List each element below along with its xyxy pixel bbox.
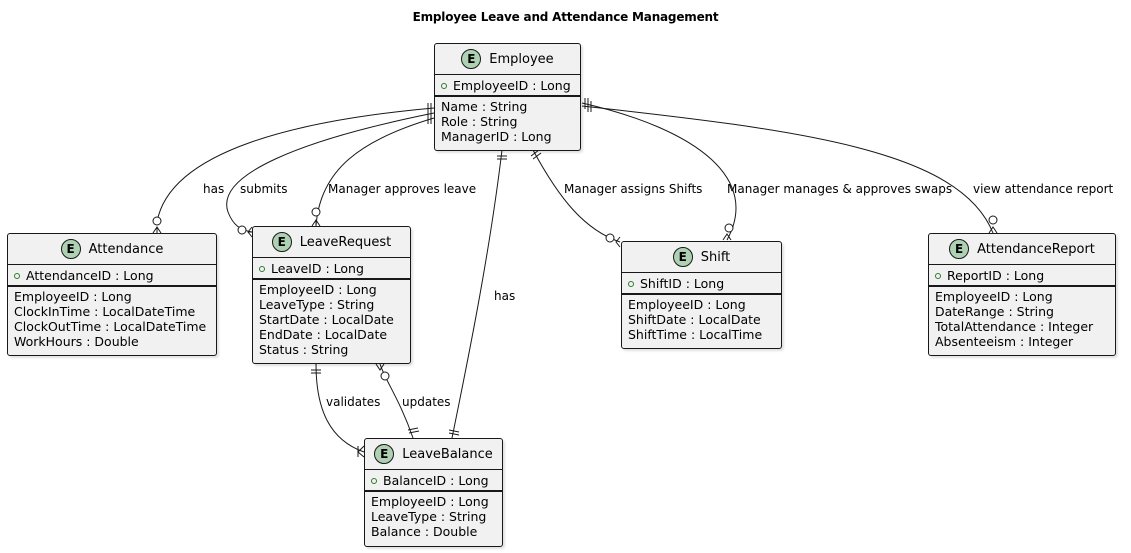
entity-name: LeaveRequest — [299, 234, 392, 250]
entity-badge-icon: E — [271, 232, 292, 252]
attribute: Absenteeism : Integer — [935, 334, 1074, 349]
entity-shift: E Shift ShiftID : Long EmployeeID : Long… — [621, 241, 782, 349]
entity-header: E LeaveBalance — [365, 439, 502, 470]
primary-key-icon — [14, 272, 20, 279]
attribute-list: EmployeeID : Long ShiftDate : LocalDate … — [622, 295, 781, 344]
attribute: Balance : Double — [371, 524, 478, 539]
attribute-list: EmployeeID : Long LeaveType : String Sta… — [253, 280, 410, 359]
attribute: Role : String — [441, 114, 518, 129]
entity-badge-icon: E — [672, 247, 693, 267]
primary-key-text: ReportID : Long — [947, 268, 1045, 283]
attribute: LeaveType : String — [371, 509, 487, 524]
primary-key-icon — [441, 82, 447, 89]
entity-attendancereport: E AttendanceReport ReportID : Long Emplo… — [928, 233, 1116, 356]
attribute: Name : String — [441, 99, 528, 114]
attribute: WorkHours : Double — [14, 334, 139, 349]
attribute-list: EmployeeID : Long DateRange : String Tot… — [929, 287, 1115, 351]
entity-name: Shift — [700, 249, 731, 265]
primary-key-text: BalanceID : Long — [383, 473, 489, 488]
entity-badge-icon: E — [374, 444, 395, 464]
attribute: ClockInTime : LocalDateTime — [14, 304, 196, 319]
entity-header: E AttendanceReport — [929, 234, 1115, 265]
attribute: EmployeeID : Long — [371, 494, 489, 509]
attribute: EmployeeID : Long — [259, 282, 377, 297]
attribute: StartDate : LocalDate — [259, 312, 394, 327]
entity-badge-icon: E — [60, 239, 81, 259]
entity-employee: E Employee EmployeeID : Long Name : Stri… — [434, 43, 581, 151]
attribute: ShiftTime : LocalTime — [628, 327, 763, 342]
primary-key: LeaveID : Long — [253, 258, 410, 280]
attribute: EndDate : LocalDate — [259, 327, 388, 342]
edge-employee-report — [581, 101, 998, 234]
label-manager-assigns-shifts: Manager assigns Shifts — [564, 182, 703, 196]
primary-key-icon — [259, 265, 265, 272]
primary-key: ShiftID : Long — [622, 273, 781, 295]
label-view-attendance-report: view attendance report — [973, 182, 1114, 196]
attribute: TotalAttendance : Integer — [935, 319, 1094, 334]
label-has-attendance: has — [203, 182, 225, 196]
attribute: EmployeeID : Long — [628, 297, 746, 312]
attribute-list: Name : String Role : String ManagerID : … — [435, 97, 580, 146]
entity-name: Employee — [489, 51, 554, 67]
attribute-list: EmployeeID : Long ClockInTime : LocalDat… — [8, 287, 216, 351]
attribute: ManagerID : Long — [441, 129, 552, 144]
edge-employee-leavebalance — [448, 149, 507, 439]
attribute: ShiftDate : LocalDate — [628, 312, 761, 327]
attribute: ClockOutTime : LocalDateTime — [14, 319, 207, 334]
primary-key-text: EmployeeID : Long — [453, 78, 571, 93]
entity-header: E Employee — [435, 44, 580, 75]
label-updates: updates — [402, 395, 451, 409]
attribute: EmployeeID : Long — [935, 289, 1053, 304]
attribute: DateRange : String — [935, 304, 1054, 319]
label-manager-approves-leave: Manager approves leave — [328, 182, 477, 196]
edge-employee-leaverequest-submits — [226, 108, 435, 238]
entity-badge-icon: E — [949, 239, 970, 259]
diagram-title: Employee Leave and Attendance Management — [412, 10, 719, 24]
attribute: EmployeeID : Long — [14, 289, 132, 304]
entity-name: LeaveBalance — [402, 446, 493, 462]
primary-key: BalanceID : Long — [365, 470, 502, 492]
primary-key: ReportID : Long — [929, 265, 1115, 287]
label-manager-manages-swaps: Manager manages & approves swaps — [727, 182, 953, 196]
entity-name: Attendance — [88, 241, 164, 257]
primary-key-text: AttendanceID : Long — [26, 268, 154, 283]
primary-key-text: ShiftID : Long — [640, 276, 725, 291]
entity-name: AttendanceReport — [977, 241, 1095, 257]
entity-header: E Attendance — [8, 234, 216, 265]
entity-leavebalance: E LeaveBalance BalanceID : Long Employee… — [364, 438, 503, 547]
label-submits: submits — [240, 182, 288, 196]
primary-key-text: LeaveID : Long — [271, 261, 364, 276]
primary-key: EmployeeID : Long — [435, 75, 580, 97]
primary-key: AttendanceID : Long — [8, 265, 216, 287]
attribute-list: EmployeeID : Long LeaveType : String Bal… — [365, 492, 502, 541]
entity-header: E LeaveRequest — [253, 227, 410, 258]
edge-employee-leaverequest-approves — [311, 113, 435, 227]
primary-key-icon — [935, 272, 941, 279]
label-validates: validates — [326, 395, 381, 409]
edge-employee-shift-assigns — [530, 149, 621, 248]
edge-leaverequest-leavebalance-validates — [311, 363, 365, 458]
entity-attendance: E Attendance AttendanceID : Long Employe… — [7, 233, 217, 356]
entity-header: E Shift — [622, 242, 781, 273]
edge-leaverequest-leavebalance-updates — [375, 363, 420, 439]
attribute: LeaveType : String — [259, 297, 375, 312]
primary-key-icon — [628, 280, 634, 287]
label-has-leavebalance: has — [494, 289, 516, 303]
attribute: Status : String — [259, 342, 349, 357]
edge-employee-shift-swaps — [581, 98, 737, 241]
primary-key-icon — [371, 477, 377, 484]
entity-badge-icon: E — [461, 49, 482, 69]
entity-leaverequest: E LeaveRequest LeaveID : Long EmployeeID… — [252, 226, 411, 364]
